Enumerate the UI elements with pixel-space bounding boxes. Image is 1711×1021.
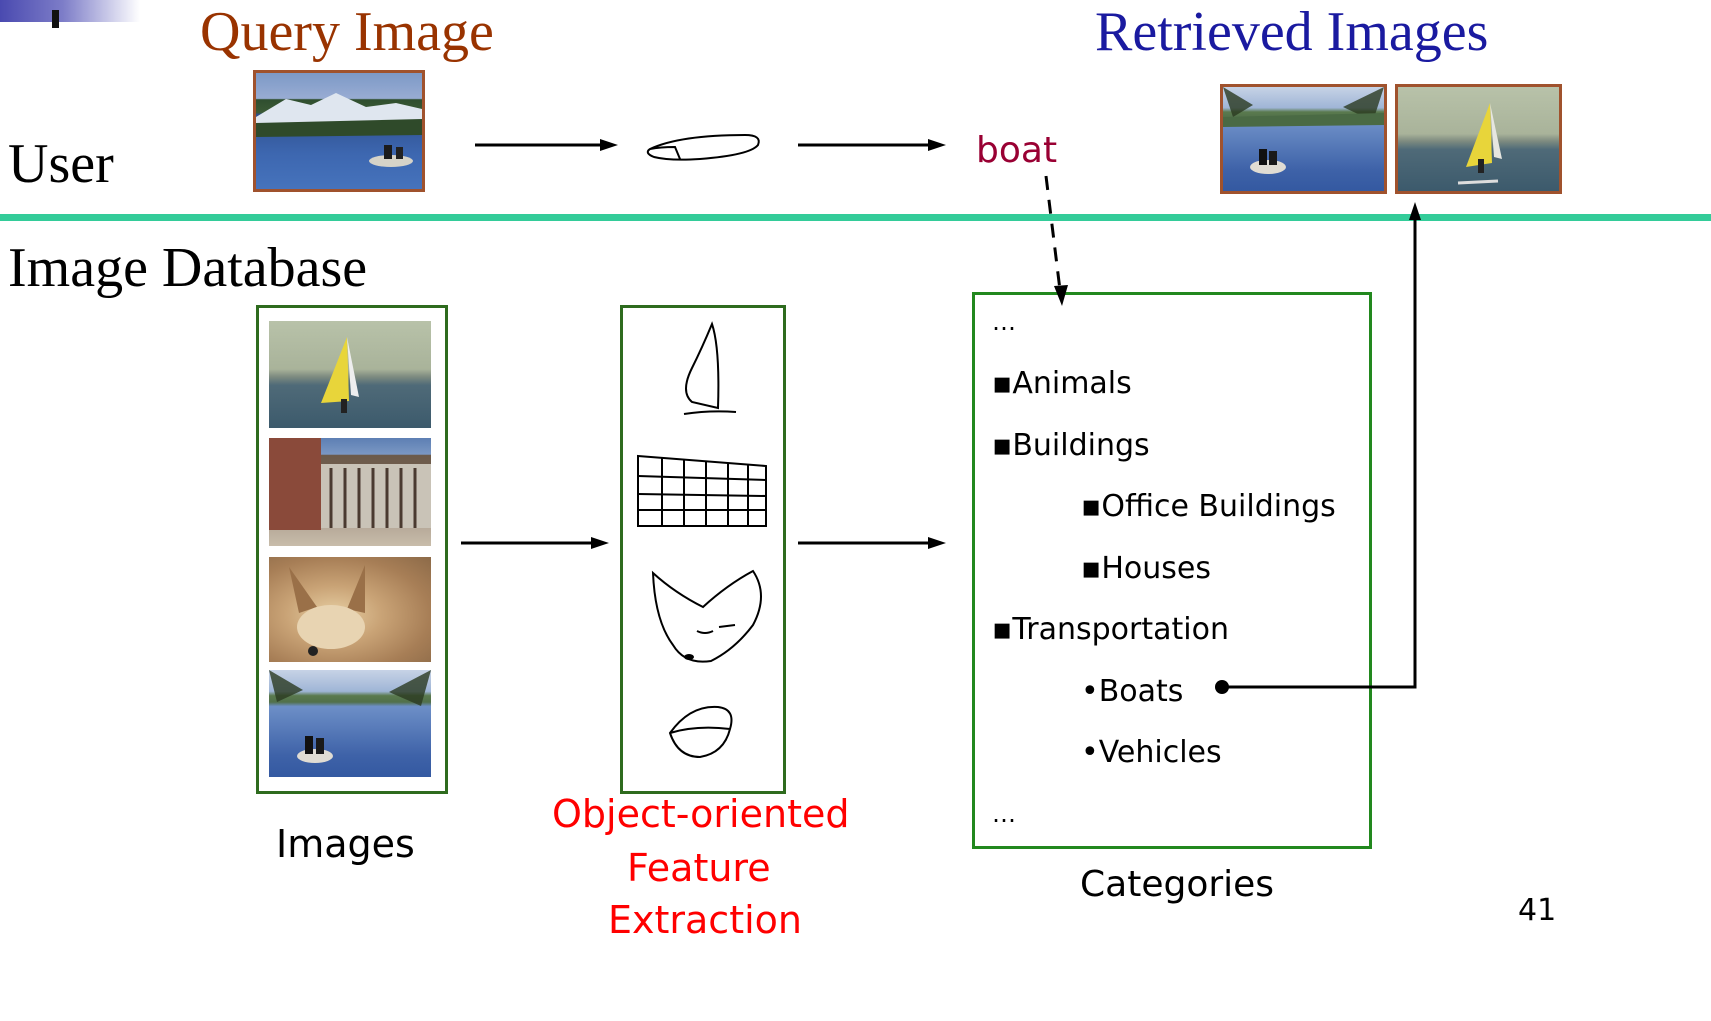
feature-extraction-caption-line3: Extraction: [608, 898, 802, 942]
category-office-buildings: ▪Office Buildings: [1081, 489, 1336, 524]
category-buildings: ▪Buildings: [992, 428, 1150, 463]
boat-shape-sketch: [668, 705, 733, 759]
images-column-box: [256, 305, 448, 794]
images-caption: Images: [276, 822, 415, 866]
retrieved-image-boat: [1220, 84, 1387, 194]
retrieved-image-windsurf: [1395, 84, 1562, 194]
feature-extraction-caption-line1: Object-oriented: [552, 792, 850, 836]
categories-caption: Categories: [1080, 864, 1275, 905]
categories-bottom-ellipsis: …: [992, 800, 1016, 828]
category-transportation: ▪Transportation: [992, 612, 1229, 647]
category-houses: ▪Houses: [1081, 551, 1211, 586]
query-image-title: Query Image: [200, 1, 494, 63]
building-grid-sketch: [637, 454, 767, 527]
category-vehicles: •Vehicles: [1081, 735, 1222, 770]
database-image-fox: [269, 557, 431, 662]
page-number: 41: [1518, 893, 1557, 928]
slide-corner-decoration: [0, 0, 140, 22]
feature-extraction-caption-line2: Feature: [627, 846, 771, 890]
user-label: User: [8, 133, 114, 195]
keyword-label: boat: [976, 130, 1058, 171]
retrieved-images-title: Retrieved Images: [1095, 1, 1489, 63]
boat-sketch: [646, 133, 760, 161]
user-database-divider: [0, 214, 1711, 221]
arrow-sketch-to-keyword: [798, 139, 946, 151]
sail-sketch: [683, 321, 737, 415]
arrow-query-to-sketch: [475, 139, 618, 151]
features-column-box: [620, 305, 786, 794]
category-boats: •Boats: [1081, 674, 1184, 709]
database-image-building: [269, 438, 431, 546]
arrow-images-to-features: [461, 537, 609, 549]
dashed-arrow-keyword-to-categories: [1044, 175, 1068, 306]
query-image: [253, 70, 425, 192]
categories-box: [972, 292, 1372, 849]
database-image-windsurf: [269, 321, 431, 428]
image-database-title: Image Database: [8, 237, 368, 299]
database-image-boat: [269, 670, 431, 777]
fox-sketch: [651, 569, 762, 663]
categories-top-ellipsis: …: [992, 308, 1016, 336]
connector-boats-to-retrieved: [1215, 202, 1421, 694]
arrow-features-to-categories: [798, 537, 946, 549]
slide-corner-bar: [52, 10, 59, 28]
category-animals: ▪Animals: [992, 366, 1132, 401]
